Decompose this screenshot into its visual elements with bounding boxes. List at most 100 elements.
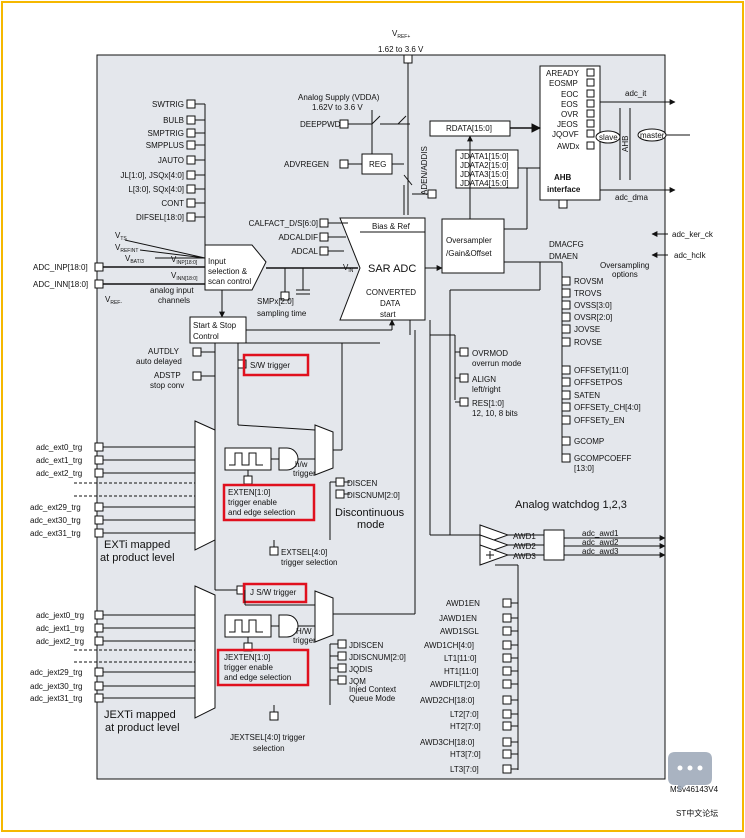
bias-ref-label: Bias & Ref	[372, 222, 411, 231]
svg-text:/Gain&Offset: /Gain&Offset	[446, 249, 492, 258]
analog-supply-label: Analog Supply (VDDA)	[298, 93, 380, 102]
svg-text:and edge selection: and edge selection	[224, 673, 291, 682]
svg-text:AWD2CH[18:0]: AWD2CH[18:0]	[420, 696, 474, 705]
svg-text:Analog watchdog 1,2,3: Analog watchdog 1,2,3	[515, 499, 627, 511]
svg-text:Oversampling: Oversampling	[600, 261, 649, 270]
svg-text:EOSMP: EOSMP	[549, 79, 578, 88]
svg-text:ALIGN: ALIGN	[472, 375, 496, 384]
svg-text:RDATA[15:0]: RDATA[15:0]	[446, 124, 492, 133]
svg-text:EXTSEL[4:0]: EXTSEL[4:0]	[281, 548, 327, 557]
start-stop-control	[189, 316, 247, 344]
svg-text:OFFSETy_EN: OFFSETy_EN	[574, 416, 625, 425]
svg-text:JAWD1EN: JAWD1EN	[439, 614, 477, 623]
svg-text:HT3[7:0]: HT3[7:0]	[450, 750, 481, 759]
jdata-registers: JDATA1[15:0] JDATA2[15:0] JDATA3[15:0] J…	[455, 149, 519, 189]
ext-trigger-inputs: adc_ext0_trg adc_ext1_trg adc_ext2_trg a…	[30, 443, 82, 538]
jexten-highlight	[216, 648, 310, 687]
sar-adc-block	[339, 217, 426, 321]
jext-trigger-inputs: adc_jext0_trg adc_jext1_trg adc_jext2_tr…	[30, 611, 84, 703]
vref-range-label: 1.62 to 3.6 V	[378, 45, 424, 54]
svg-text:adc_ext1_trg: adc_ext1_trg	[36, 456, 82, 465]
svg-text:EXTEN[1:0]: EXTEN[1:0]	[228, 488, 270, 497]
svg-text:auto delayed: auto delayed	[136, 357, 182, 366]
svg-text:VREF-: VREF-	[105, 295, 122, 306]
svg-text:HT2[7:0]: HT2[7:0]	[450, 722, 481, 731]
start-label: start	[380, 310, 396, 319]
svg-text:adc_jext2_trg: adc_jext2_trg	[36, 637, 84, 646]
svg-text:trigger enable: trigger enable	[224, 663, 273, 672]
aden-reg	[427, 189, 437, 199]
svg-text:SATEN: SATEN	[574, 391, 600, 400]
svg-text:OVR: OVR	[561, 110, 579, 119]
svg-text:AHB: AHB	[554, 173, 572, 182]
j-sw-trigger-highlight	[242, 582, 308, 604]
analog-watchdog-block	[479, 524, 510, 566]
svg-text:SMPx[2:0]: SMPx[2:0]	[257, 297, 294, 306]
svg-text:GCOMPCOEFF: GCOMPCOEFF	[574, 454, 631, 463]
svg-text:JDATA3[15:0]: JDATA3[15:0]	[460, 170, 509, 179]
svg-text:EOC: EOC	[561, 90, 579, 99]
svg-text:VINP[18:0]: VINP[18:0]	[171, 255, 198, 266]
svg-text:sampling time: sampling time	[257, 309, 307, 318]
svg-text:JDATA4[15:0]: JDATA4[15:0]	[460, 179, 509, 188]
svg-text:OVSS[3:0]: OVSS[3:0]	[574, 301, 612, 310]
input-selection-block	[204, 244, 267, 291]
svg-text:H/W: H/W	[296, 627, 312, 636]
svg-text:12, 10, 8 bits: 12, 10, 8 bits	[472, 409, 518, 418]
svg-text:adc_awd3: adc_awd3	[582, 547, 619, 556]
sar-adc-label: SAR ADC	[368, 263, 416, 275]
cont-label: CONT	[161, 199, 184, 208]
difsel-label: DIFSEL[18:0]	[136, 213, 184, 222]
svg-text:at product level: at product level	[105, 722, 180, 734]
svg-text:JEXTSEL[4:0] trigger: JEXTSEL[4:0] trigger	[230, 733, 305, 742]
svg-text:TROVS: TROVS	[574, 289, 602, 298]
svg-text:VREFINT: VREFINT	[115, 243, 138, 254]
svg-text:Oversampler: Oversampler	[446, 236, 492, 245]
svg-text:h/w: h/w	[295, 460, 308, 469]
svg-text:adc_ker_ck: adc_ker_ck	[672, 230, 714, 239]
vref-plus-label: VREF+	[392, 29, 410, 40]
sw-trigger-highlight	[242, 353, 310, 377]
svg-text:adc_jext1_trg: adc_jext1_trg	[36, 624, 84, 633]
deeppwd-label: DEEPPWD	[300, 120, 341, 129]
svg-text:adc_jext0_trg: adc_jext0_trg	[36, 611, 84, 620]
svg-text:options: options	[612, 270, 638, 279]
svg-text:adc_jext29_trg: adc_jext29_trg	[30, 668, 82, 677]
svg-text:EOS: EOS	[561, 100, 578, 109]
jl-jsq-label: JL[1:0], JSQx[4:0]	[120, 171, 184, 180]
vref-pin	[403, 54, 413, 64]
ext-trigger-mux	[194, 420, 216, 551]
svg-text:adc_awd2: adc_awd2	[582, 538, 619, 547]
svg-text:OVRMOD: OVRMOD	[472, 349, 508, 358]
svg-text:VTS: VTS	[115, 231, 127, 242]
svg-text:AWD3: AWD3	[513, 552, 536, 561]
svg-text:slave: slave	[599, 133, 618, 142]
svg-text:at product level: at product level	[100, 552, 175, 564]
svg-text:adc_ext29_trg: adc_ext29_trg	[30, 503, 81, 512]
svg-text:selection &: selection &	[208, 267, 248, 276]
adc-inn-label: ADC_INN[18:0]	[33, 280, 88, 289]
svg-text:AWD2: AWD2	[513, 542, 536, 551]
l-sq-label: L[3:0], SQx[4:0]	[128, 185, 184, 194]
svg-text:and edge selection: and edge selection	[228, 508, 295, 517]
svg-text:AHB: AHB	[621, 136, 630, 152]
svg-text:LT2[7:0]: LT2[7:0]	[450, 710, 479, 719]
svg-text:JQOVF: JQOVF	[552, 130, 579, 139]
svg-text:ROVSM: ROVSM	[574, 277, 604, 286]
svg-text:mode: mode	[357, 519, 385, 531]
svg-text:AWD1EN: AWD1EN	[446, 599, 480, 608]
svg-text:trigger selection: trigger selection	[281, 558, 337, 567]
svg-text:AREADY: AREADY	[546, 69, 580, 78]
svg-text:VBAT/3: VBAT/3	[125, 254, 144, 265]
svg-text:adc_jext31_trg: adc_jext31_trg	[30, 694, 82, 703]
svg-text:ADSTP: ADSTP	[154, 371, 181, 380]
svg-text:JEXTi mapped: JEXTi mapped	[104, 709, 176, 721]
svg-text:JEOS: JEOS	[557, 120, 578, 129]
left-control-list: SWTRIG BULB SMPTRIG SMPPLUS JAUTO JL[1:0…	[120, 100, 184, 222]
svg-text:Control: Control	[193, 332, 219, 341]
adc-inp-label: ADC_INP[18:0]	[33, 263, 88, 272]
svg-text:adc_ext0_trg: adc_ext0_trg	[36, 443, 82, 452]
svg-text:GCOMP: GCOMP	[574, 437, 604, 446]
exten-highlight	[222, 483, 316, 522]
